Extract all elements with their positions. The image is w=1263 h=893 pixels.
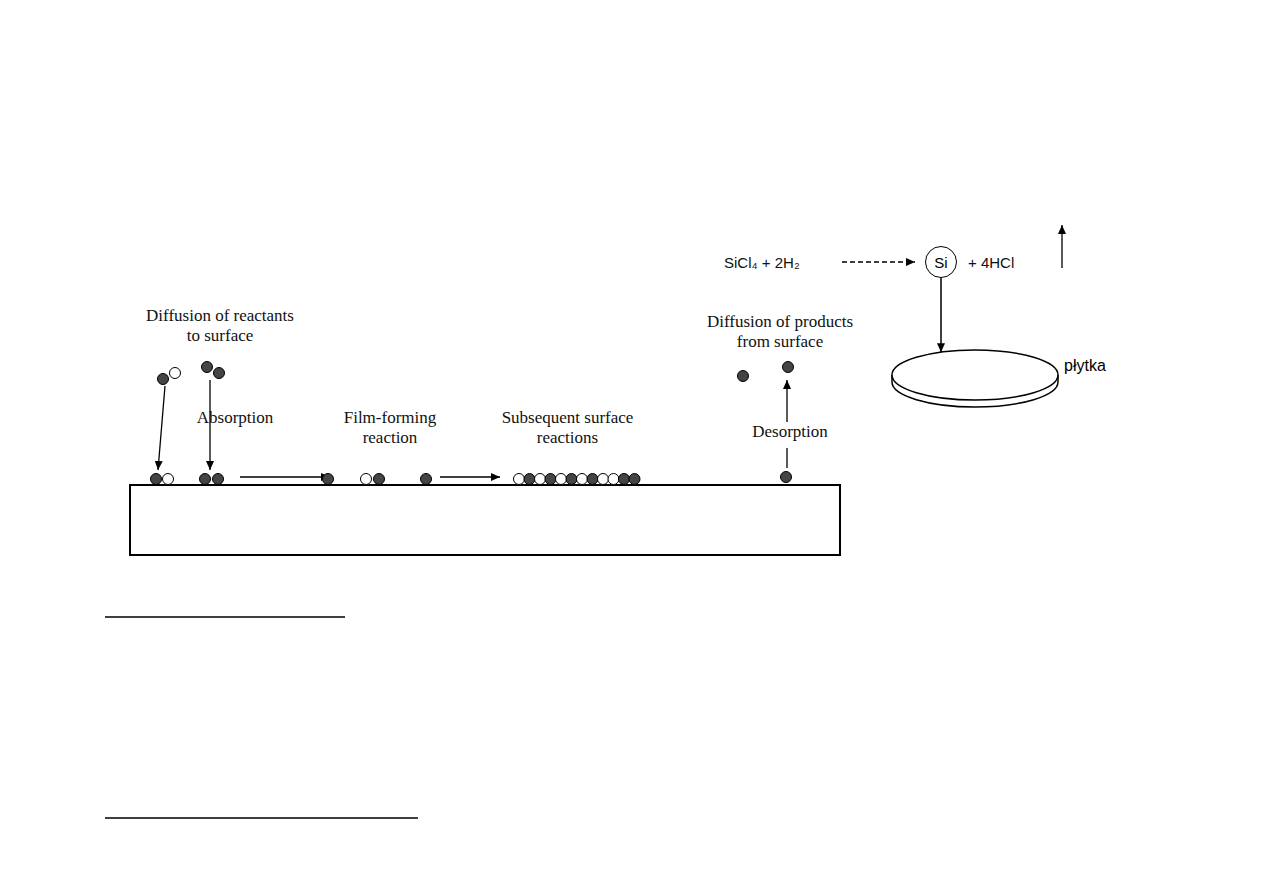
blank-lines [105, 617, 418, 818]
wafer-label: płytka [1064, 357, 1106, 375]
step-label: Diffusion of products from surface [690, 312, 870, 352]
molecule [598, 474, 609, 485]
silicon-atom: Si [925, 246, 957, 278]
molecule [566, 474, 577, 485]
molecule [163, 474, 174, 485]
molecule [361, 474, 372, 485]
step-label: Desorption [740, 422, 840, 442]
molecule [200, 474, 211, 485]
molecules [151, 362, 794, 485]
molecule [214, 368, 225, 379]
molecule [619, 474, 630, 485]
substrate [130, 485, 840, 555]
step-label: Absorption [185, 408, 285, 428]
molecule [556, 474, 567, 485]
equation-text: SiCl₄ + 2H₂ [724, 253, 800, 273]
wafer: płytka [890, 345, 1120, 405]
molecule [545, 474, 556, 485]
step-label: Film-forming reaction [325, 408, 455, 448]
molecule [524, 474, 535, 485]
molecule [577, 474, 588, 485]
step-label: Subsequent surface reactions [500, 408, 635, 448]
wafer-outline [890, 345, 1120, 405]
molecule [608, 474, 619, 485]
molecule [587, 474, 598, 485]
molecule [323, 474, 334, 485]
molecule [629, 474, 640, 485]
molecule [738, 371, 749, 382]
molecule [781, 472, 792, 483]
molecule [158, 374, 169, 385]
molecule [514, 474, 525, 485]
atom-label: Si [934, 254, 947, 271]
molecule [202, 362, 213, 373]
molecule [421, 474, 432, 485]
equation-text: + 4HCl [968, 253, 1014, 273]
molecule [213, 474, 224, 485]
molecule [170, 368, 181, 379]
molecule [151, 474, 162, 485]
deposition-arrow [940, 278, 942, 352]
molecule [374, 474, 385, 485]
molecule [783, 362, 794, 373]
molecule [535, 474, 546, 485]
step-label: Diffusion of reactants to surface [140, 306, 300, 346]
arrows [158, 225, 1062, 477]
